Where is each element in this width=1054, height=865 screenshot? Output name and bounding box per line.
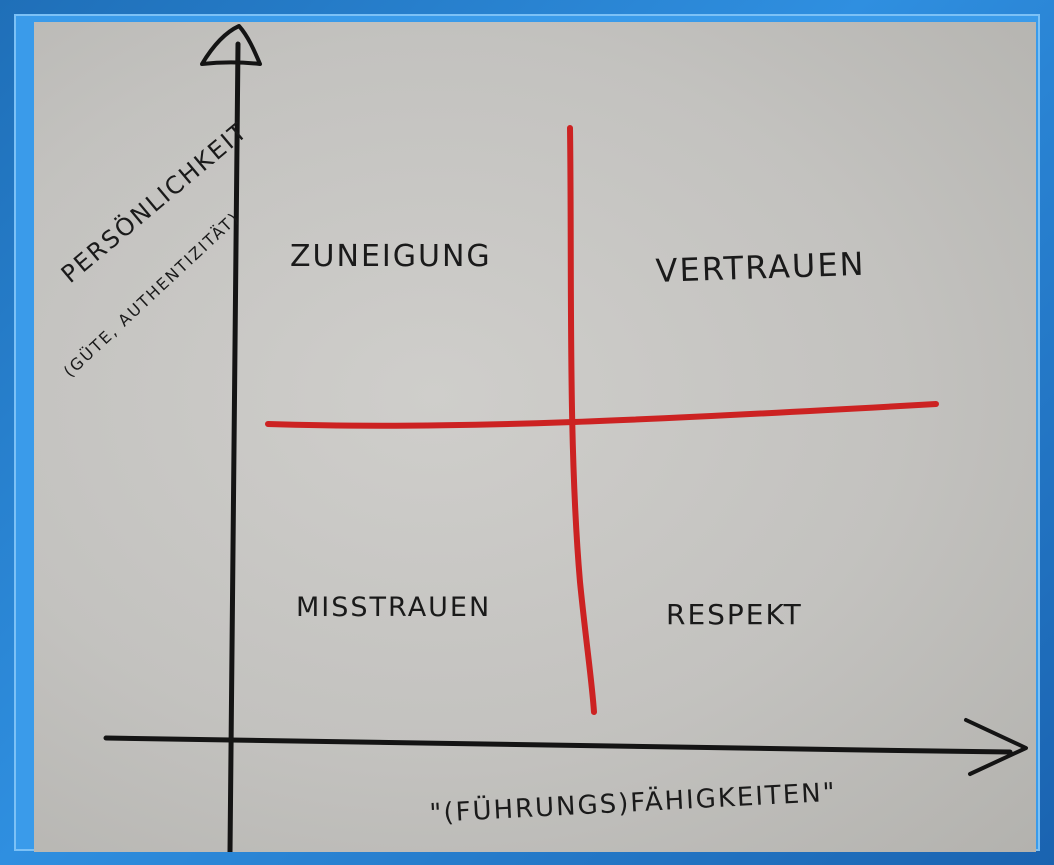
y-axis-sublabel: (GÜTE, AUTHENTIZITÄT) [60,208,244,381]
whiteboard-paper: ZUNEIGUNG VERTRAUEN MISSTRAUEN RESPEKT P… [34,22,1036,852]
x-axis-label: "(FÜHRUNGS)FÄHIGKEITEN" [429,776,838,829]
horizontal-divider [265,401,939,429]
y-axis-arrowhead [200,24,262,66]
quadrant-bottom-right-label: RESPEKT [666,598,803,631]
x-axis-arrowhead [964,718,1028,776]
x-axis [103,735,1013,755]
vertical-divider [567,125,597,715]
quadrant-diagram: ZUNEIGUNG VERTRAUEN MISSTRAUEN RESPEKT P… [55,24,1028,852]
quadrant-top-left-label: ZUNEIGUNG [290,239,492,274]
y-axis-label: PERSÖNLICHKEIT [55,116,253,289]
quadrant-top-right-label: VERTRAUEN [655,245,866,290]
y-axis [227,41,241,852]
quadrant-bottom-left-label: MISSTRAUEN [296,592,491,623]
